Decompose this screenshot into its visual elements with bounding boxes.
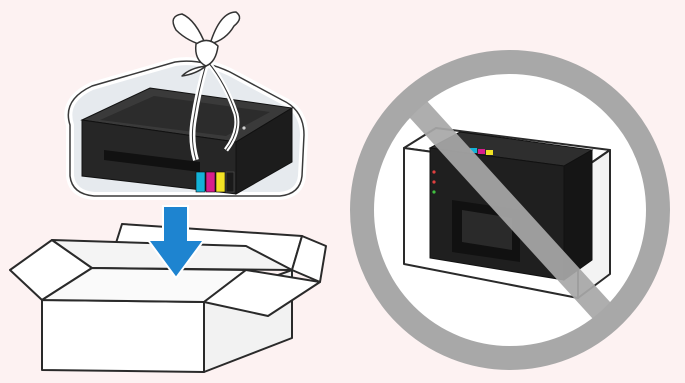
ink-tanks — [196, 172, 234, 192]
box-front-face — [42, 300, 204, 372]
